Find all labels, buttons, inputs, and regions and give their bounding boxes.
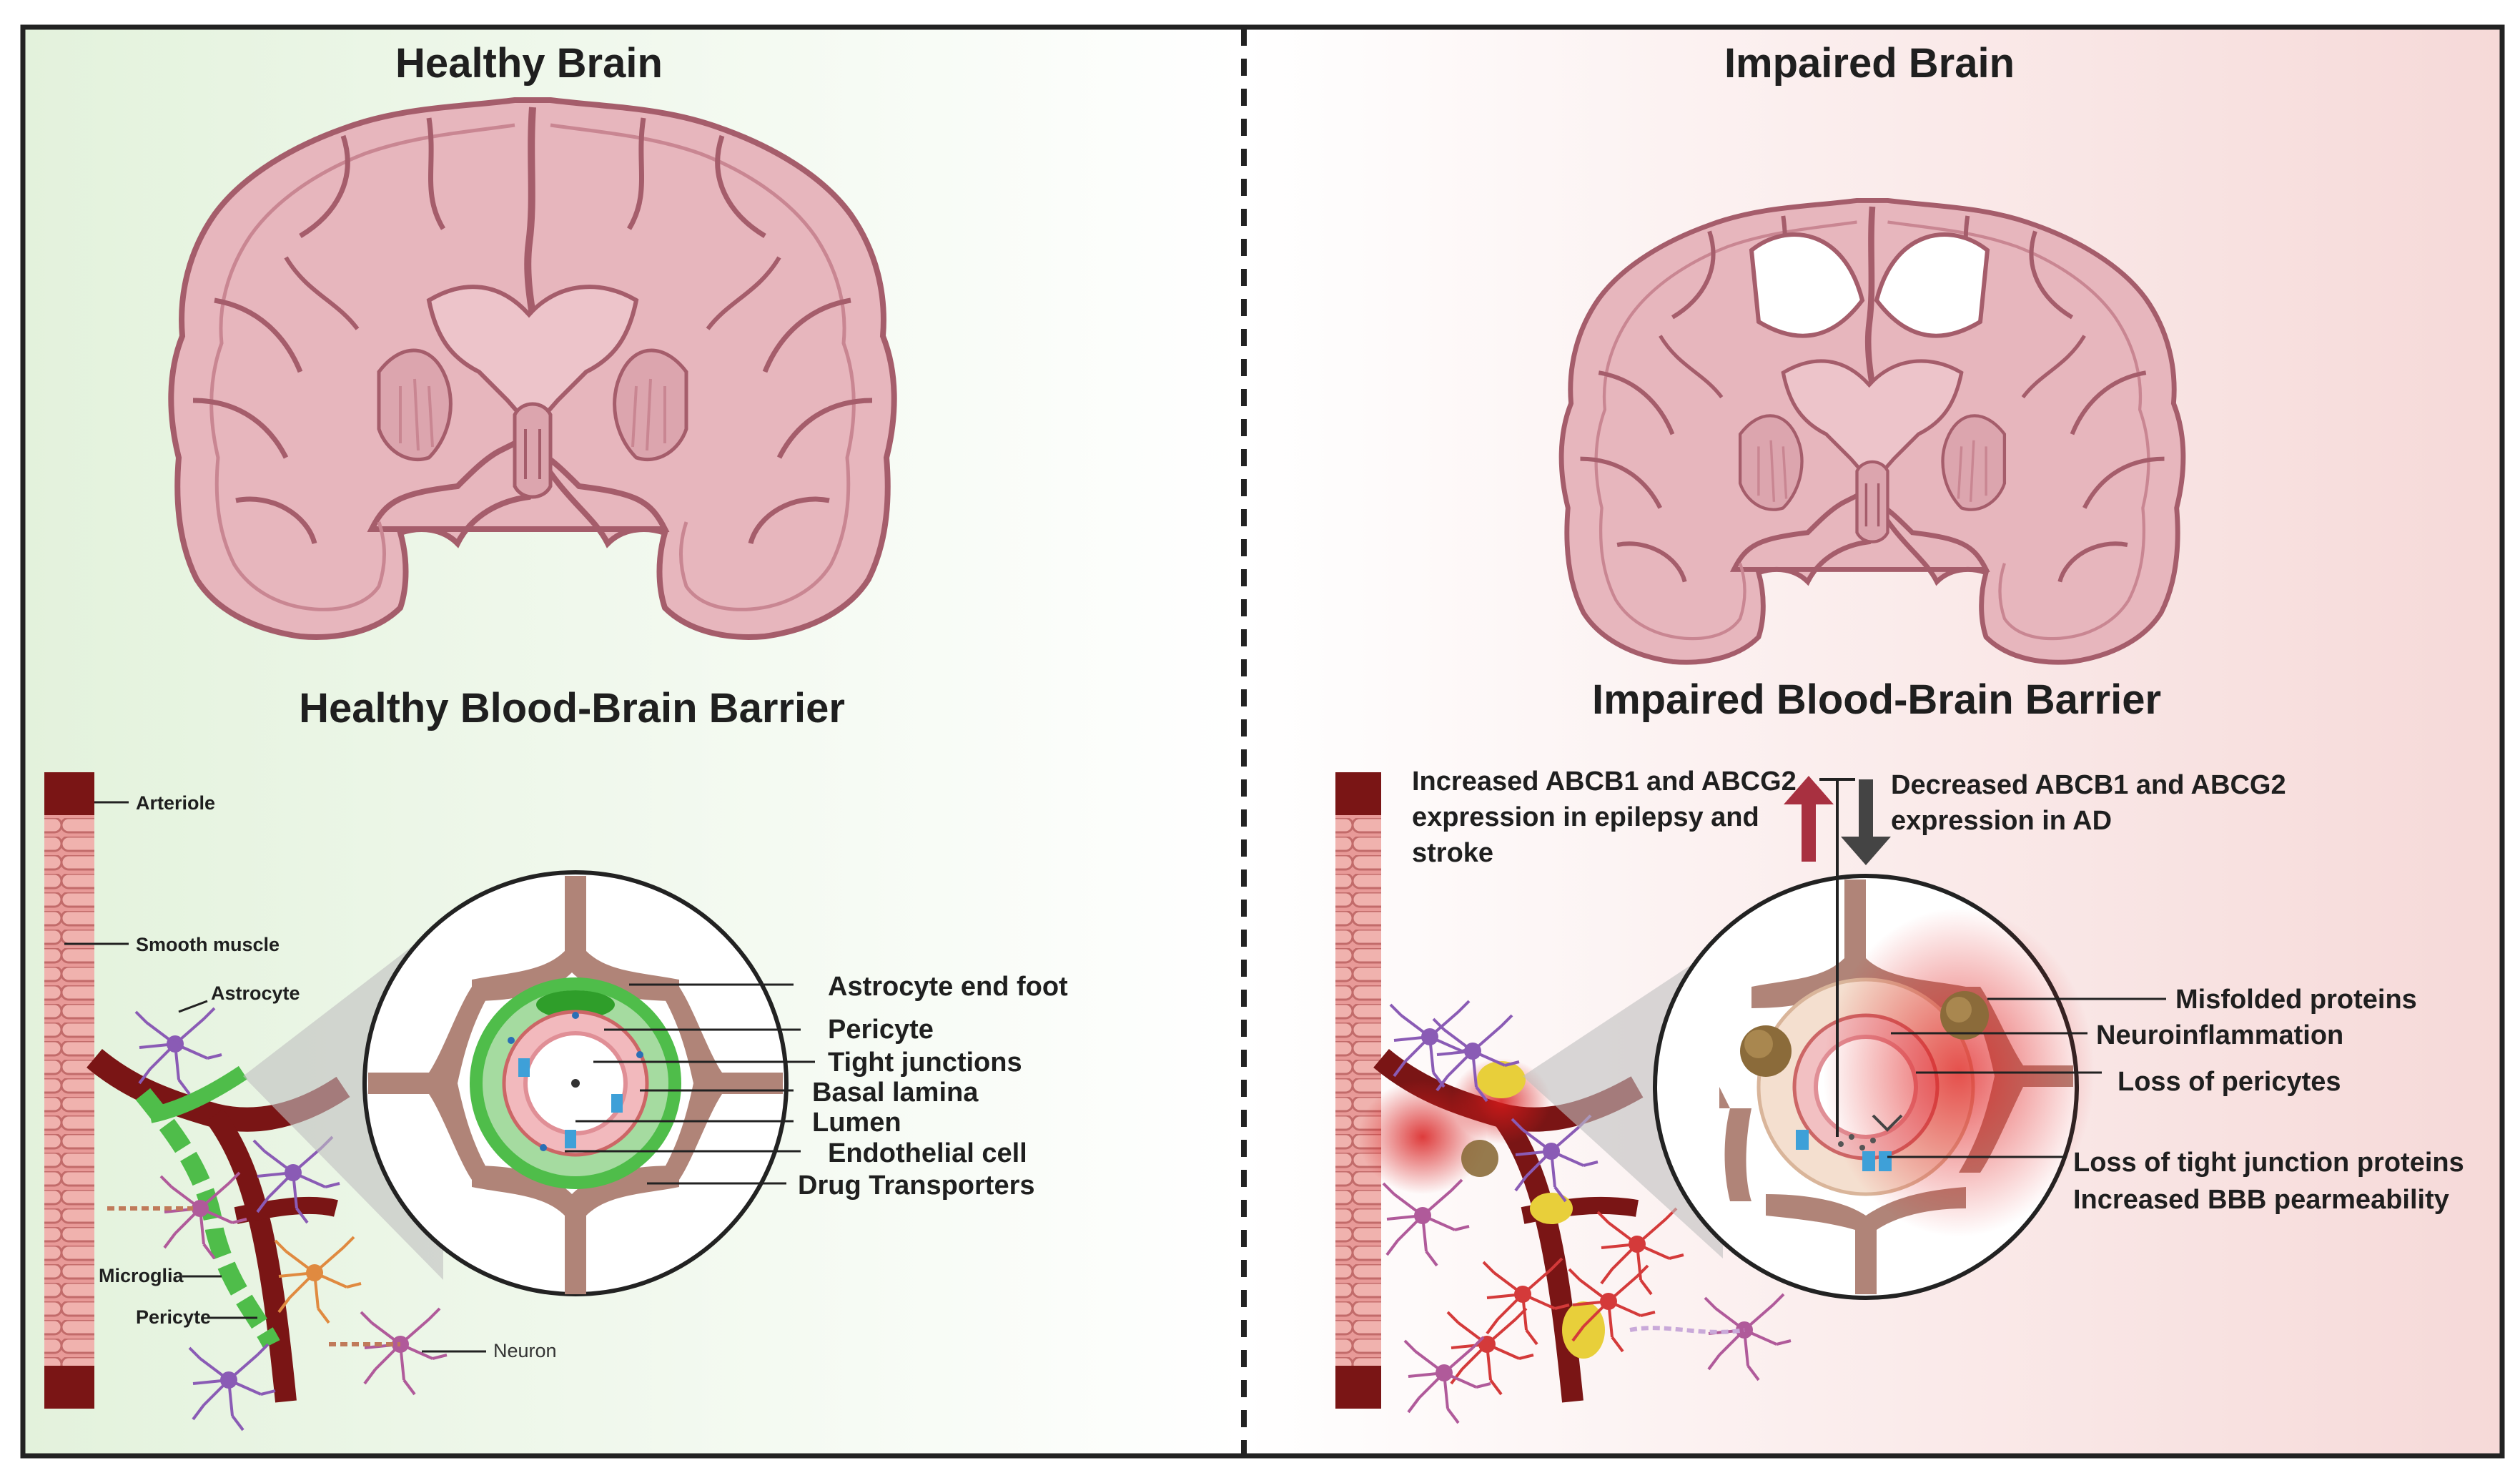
increased-text-line-2: expression in epilepsy and bbox=[1412, 802, 1759, 832]
label-misfolded-proteins: Misfolded proteins bbox=[2175, 985, 2417, 1015]
impaired-bbb-title: Impaired Blood-Brain Barrier bbox=[1592, 676, 2161, 723]
label-neuron: Neuron bbox=[493, 1340, 557, 1361]
label-neuroinflammation: Neuroinflammation bbox=[2096, 1020, 2343, 1050]
right-arteriole bbox=[1335, 772, 1644, 1409]
healthy-brain-title: Healthy Brain bbox=[395, 40, 663, 87]
left-arteriole bbox=[44, 772, 350, 1409]
label-drug-transporters: Drug Transporters bbox=[798, 1171, 1035, 1201]
increased-text-line-3: stroke bbox=[1412, 838, 1493, 868]
label-pericyte: Pericyte bbox=[828, 1015, 934, 1045]
label-arteriole: Arteriole bbox=[136, 792, 215, 814]
left-vessel-labels: Arteriole Smooth muscle Astrocyte Microg… bbox=[64, 792, 557, 1361]
label-astrocyte: Astrocyte bbox=[211, 982, 300, 1004]
outer-frame bbox=[20, 24, 2505, 1459]
label-pericyte-small: Pericyte bbox=[136, 1306, 211, 1328]
increased-text-line-1: Increased ABCB1 and ABCG2 bbox=[1412, 767, 1797, 797]
label-increased-bbb-permeability: Increased BBB pearmeability bbox=[2073, 1185, 2449, 1215]
label-basal-lamina: Basal lamina bbox=[812, 1078, 979, 1108]
up-arrow-icon bbox=[1784, 776, 1834, 862]
down-arrow-icon bbox=[1841, 779, 1891, 865]
decreased-text-line-1: Decreased ABCB1 and ABCG2 bbox=[1891, 770, 2286, 800]
left-cells bbox=[107, 1007, 448, 1432]
expression-indicators bbox=[1784, 776, 1891, 1137]
label-endothelial-cell: Endothelial cell bbox=[828, 1138, 1027, 1168]
right-circle-labels bbox=[1887, 997, 2166, 1158]
impaired-brain-title: Impaired Brain bbox=[1724, 40, 2015, 87]
label-lumen: Lumen bbox=[812, 1108, 901, 1138]
label-astrocyte-end-foot: Astrocyte end foot bbox=[828, 972, 1068, 1002]
label-tight-junctions: Tight junctions bbox=[828, 1048, 1022, 1078]
healthy-bbb-zoom bbox=[362, 870, 789, 1296]
label-loss-of-pericytes: Loss of pericytes bbox=[2118, 1067, 2341, 1097]
healthy-bbb-title: Healthy Blood-Brain Barrier bbox=[299, 685, 845, 731]
label-smooth-muscle: Smooth muscle bbox=[136, 934, 280, 955]
impaired-brain-illustration bbox=[1561, 200, 2183, 662]
label-loss-of-tight-junction: Loss of tight junction proteins bbox=[2073, 1148, 2464, 1178]
left-circle-labels bbox=[565, 983, 815, 1185]
decreased-text-line-2: expression in AD bbox=[1891, 806, 2112, 836]
label-microglia: Microglia bbox=[99, 1265, 184, 1286]
right-cells bbox=[1382, 1000, 1792, 1424]
